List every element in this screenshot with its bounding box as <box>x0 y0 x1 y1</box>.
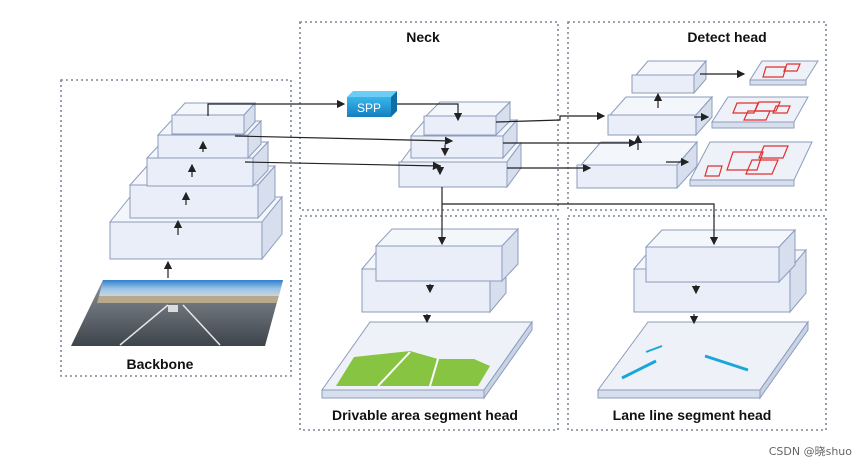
backbone-arrows <box>163 140 208 278</box>
drivable-layers <box>321 227 533 400</box>
detection-output-small <box>749 60 819 86</box>
lane-line-2 <box>704 354 749 372</box>
drivable-layer-top <box>374 227 520 283</box>
neck-box <box>299 21 559 211</box>
lane-layer-top <box>644 228 797 284</box>
lane-line-3 <box>645 345 663 353</box>
lane-output-plane <box>597 320 809 400</box>
lane-line-1 <box>621 359 657 380</box>
neck-layers <box>398 100 522 189</box>
drivable-head-box <box>299 215 559 431</box>
detect-layers <box>576 59 714 190</box>
detect-head-box <box>567 21 827 211</box>
detect-layer-middle <box>607 95 714 137</box>
backbone-box <box>60 79 292 377</box>
lane-head-box <box>567 215 827 431</box>
backbone-layers <box>108 101 284 261</box>
spp-label: SPP <box>357 101 381 115</box>
drivable-head-label: Drivable area segment head <box>332 407 518 423</box>
detection-output-medium <box>711 96 809 129</box>
connection-arrows <box>207 69 746 325</box>
detect-head-label: Detect head <box>687 29 766 45</box>
backbone-label: Backbone <box>127 356 194 372</box>
lane-head-label: Lane line segment head <box>613 407 772 423</box>
neck-layer-top <box>423 100 512 137</box>
neck-label: Neck <box>406 29 440 45</box>
detect-layer-top <box>631 59 708 95</box>
detection-outputs <box>689 60 819 187</box>
watermark: CSDN @晓shuo <box>769 445 853 458</box>
detect-layer-bottom <box>576 140 699 190</box>
spp-block: SPP <box>347 91 397 117</box>
drivable-area-mask <box>336 351 490 386</box>
lane-layers <box>597 228 809 400</box>
road-image <box>71 280 283 346</box>
detection-output-large <box>689 141 813 187</box>
drivable-output-plane <box>321 320 533 400</box>
backbone-layer-5 <box>171 101 257 136</box>
